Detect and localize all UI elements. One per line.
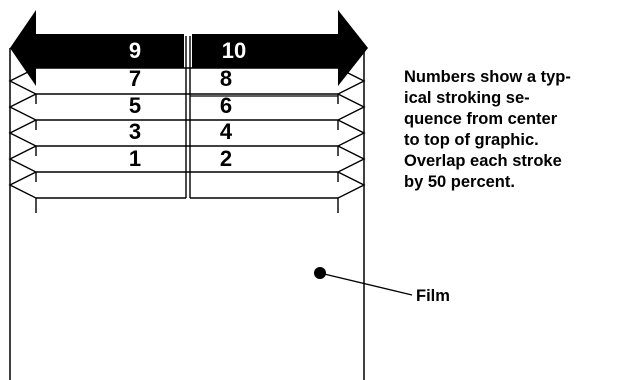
stroke-number-4: 4 xyxy=(220,119,233,144)
stroke-number-1: 1 xyxy=(129,146,141,171)
right-stroke-edge-1 xyxy=(337,171,366,213)
stroke-number-5: 5 xyxy=(129,93,141,118)
stroke-number-10: 10 xyxy=(222,38,246,63)
left-stroke-edge-3 xyxy=(8,119,37,156)
stroke-number-2: 2 xyxy=(220,146,232,171)
stroke-number-3: 3 xyxy=(129,119,141,144)
center-divider xyxy=(185,36,191,198)
right-stroke-edge-4 xyxy=(337,93,366,130)
top-stroke-arrow xyxy=(10,10,368,86)
note-line-3: quence from center xyxy=(404,110,558,128)
left-stroke-edge-5 xyxy=(8,67,37,104)
note-line-5: Overlap each stroke xyxy=(404,152,562,170)
film-callout-leader xyxy=(319,272,413,296)
right-stroke-edge-5 xyxy=(337,67,366,104)
film-callout: Film xyxy=(314,267,450,305)
note-line-1: Numbers show a typ- xyxy=(404,68,571,86)
note-line-6: by 50 percent. xyxy=(404,173,515,191)
top-stroke-right-half xyxy=(192,10,368,86)
note-line-2: ical stroking se- xyxy=(404,89,530,107)
top-stroke-left-half xyxy=(10,10,184,86)
film-label: Film xyxy=(416,287,450,305)
note-line-4: to top of graphic. xyxy=(404,131,539,149)
instruction-note: Numbers show a typ- ical stroking se- qu… xyxy=(404,68,571,191)
right-stroke-edge-3 xyxy=(337,119,366,156)
left-stroke-edge-1 xyxy=(8,171,37,213)
right-stroke-edge-2 xyxy=(337,145,366,182)
stroke-numbers: 9 10 7 8 5 6 3 4 1 2 xyxy=(129,38,246,171)
left-stroke-edge-2 xyxy=(8,145,37,182)
stroke-number-8: 8 xyxy=(220,66,232,91)
left-stroke-edge-4 xyxy=(8,93,37,130)
stroke-number-9: 9 xyxy=(129,38,141,63)
stroke-number-7: 7 xyxy=(129,66,141,91)
stroke-number-6: 6 xyxy=(220,93,232,118)
film-panel xyxy=(9,48,365,380)
stroke-overlap-edges xyxy=(8,67,366,213)
stroke-bands xyxy=(36,67,338,199)
